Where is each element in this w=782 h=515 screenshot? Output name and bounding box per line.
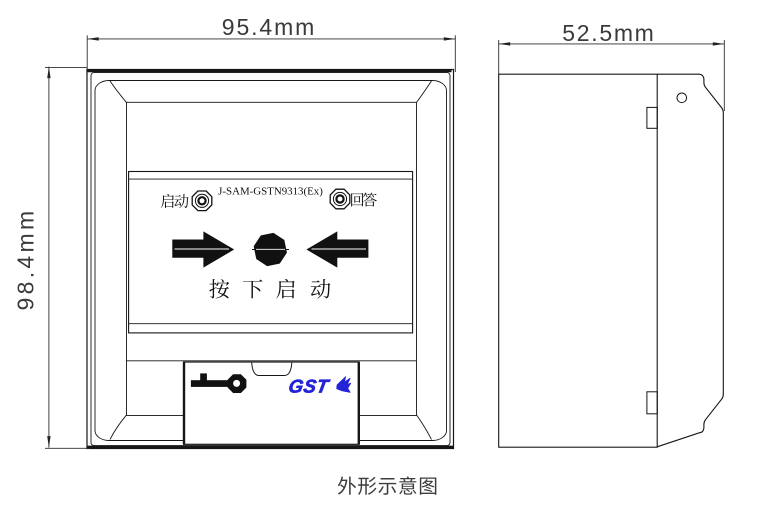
svg-text:95.4mm: 95.4mm xyxy=(222,14,316,40)
svg-text:J-SAM-GSTN9313(Ex): J-SAM-GSTN9313(Ex) xyxy=(218,185,323,197)
svg-text:98.4mm: 98.4mm xyxy=(13,208,39,311)
svg-text:52.5mm: 52.5mm xyxy=(562,20,655,46)
svg-text:GST: GST xyxy=(287,376,331,397)
